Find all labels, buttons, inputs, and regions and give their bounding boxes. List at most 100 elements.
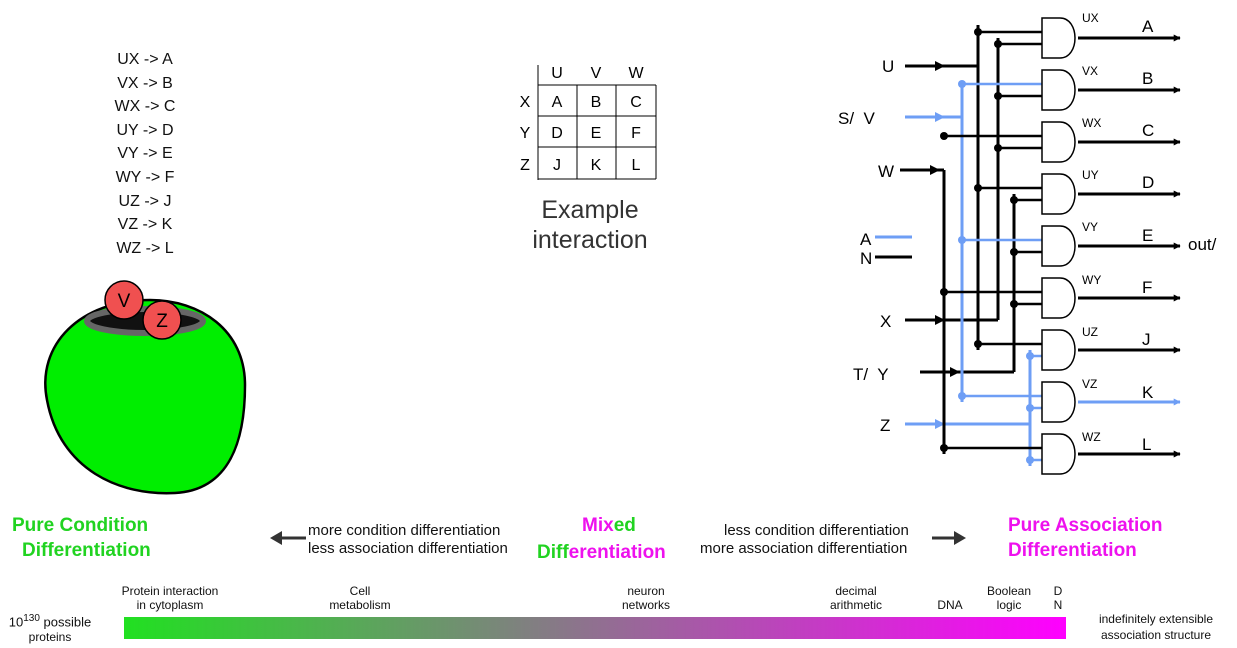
rule-item: UX -> A xyxy=(117,51,173,68)
rule-item: UZ -> J xyxy=(118,192,172,210)
input-label-x: X xyxy=(880,312,891,331)
spectrum-label-dn: D N xyxy=(1050,584,1066,612)
pure-association-title-1: Pure Association xyxy=(1008,515,1163,536)
input-arrow-icon xyxy=(935,61,945,71)
input-arrow-icon xyxy=(935,419,945,429)
spectrum-label-neuron: neuron networks xyxy=(596,584,696,612)
table-cell: D xyxy=(551,125,563,142)
left-end-rest: possible xyxy=(39,614,92,630)
spectrum-label-dna: DNA xyxy=(920,584,980,612)
table-col-header: U xyxy=(551,65,563,82)
rule-item: VX -> B xyxy=(117,74,173,92)
mixed-title-part: ed xyxy=(613,515,636,536)
table-cell: E xyxy=(591,125,602,142)
spectrum-label-decimal: decimal arithmetic xyxy=(806,584,906,612)
table-cell: B xyxy=(591,94,602,111)
table-cell: K xyxy=(591,157,602,174)
pure-condition-title-1: Pure Condition xyxy=(12,515,149,536)
table-col-header: W xyxy=(628,65,644,82)
input-label-z: Z xyxy=(880,416,890,435)
mixed-title-part: Mix xyxy=(582,515,614,536)
marker-z xyxy=(142,300,182,340)
and-gate-icon xyxy=(1041,225,1076,267)
table-row-header: X xyxy=(520,94,531,111)
left-end-exponent: 130 xyxy=(23,613,40,624)
junction-dot xyxy=(1026,404,1034,412)
logic-circuit: U S/ V W X T/ Y Z A N UX VX WX UY VY WY … xyxy=(838,11,1217,475)
mixed-title-part: Diff xyxy=(537,542,569,563)
junction-dot xyxy=(940,444,948,452)
left-end-label-1: 10130 possible xyxy=(2,612,98,629)
gate-label: UX xyxy=(1082,11,1099,25)
junction-dot xyxy=(1026,456,1034,464)
input-arrow-icon xyxy=(935,315,945,325)
junction-dot xyxy=(1010,248,1018,256)
spectrum-label-metabolism: Cell metabolism xyxy=(310,584,410,612)
example-caption: Example interaction xyxy=(500,195,680,255)
output-label: C xyxy=(1142,121,1154,140)
example-caption-line: Example xyxy=(541,196,639,224)
and-gate-icon xyxy=(1041,329,1076,371)
output-label: J xyxy=(1142,330,1151,349)
gate-label: UZ xyxy=(1082,325,1098,339)
rule-item: VY -> E xyxy=(117,145,173,163)
left-arrow-text-1: more condition differentiation xyxy=(308,522,501,539)
spectrum-label-line: in cytoplasm xyxy=(136,598,204,612)
pure-condition-title-2: Differentiation xyxy=(22,540,151,561)
marker-z-label: Z xyxy=(156,311,168,332)
left-arrow-text-2: less association differentiation xyxy=(308,540,508,557)
and-gate-icon xyxy=(1041,173,1076,215)
example-caption-line: interaction xyxy=(532,226,648,254)
spectrum-label-line: Protein interaction xyxy=(121,584,219,598)
pure-association-title-2: Differentiation xyxy=(1008,540,1137,561)
input-arrow-icon xyxy=(930,165,940,175)
output-label: E xyxy=(1142,226,1153,245)
right-arrow-text-2: more association differentiation xyxy=(700,540,908,557)
table-col-header: V xyxy=(591,65,602,82)
spectrum-label-boolean: Boolean logic xyxy=(974,584,1044,612)
junction-dot xyxy=(994,40,1002,48)
junction-dot xyxy=(974,340,982,348)
output-label: B xyxy=(1142,69,1153,88)
input-label-u: U xyxy=(882,57,894,76)
table-row-header: Z xyxy=(520,157,530,174)
left-arrow-icon xyxy=(270,531,306,545)
output-label: D xyxy=(1142,173,1154,192)
junction-dot xyxy=(958,80,966,88)
spectrum-label-line xyxy=(920,584,980,598)
input-label-w: W xyxy=(878,162,894,181)
out-label: out/ xyxy=(1188,235,1217,254)
table-cell: J xyxy=(553,157,561,174)
junction-dot xyxy=(958,392,966,400)
output-label: F xyxy=(1142,278,1152,297)
junction-dot xyxy=(1010,196,1018,204)
right-arrow-icon xyxy=(932,531,966,545)
table-cell: L xyxy=(632,157,641,174)
gate-label: UY xyxy=(1082,168,1099,182)
and-gate-icon xyxy=(1041,381,1076,423)
input-label-y: T/ Y xyxy=(853,365,889,384)
junction-dot xyxy=(940,132,948,140)
mixed-title-1: Mixed xyxy=(582,514,636,538)
mixed-title-2: Differentiation xyxy=(537,541,666,565)
right-end-label-1: indefinitely extensible xyxy=(1098,612,1214,626)
mixed-title-part: erentiation xyxy=(568,542,666,563)
rule-item: WZ -> L xyxy=(116,239,174,257)
rule-list: UX -> A VX -> B WX -> C UY -> D VY -> E … xyxy=(60,48,230,260)
junction-dot xyxy=(940,288,948,296)
spectrum-label-line: logic xyxy=(996,598,1022,612)
spectrum-label-line: Boolean xyxy=(986,584,1032,598)
spectrum-label-line: Cell xyxy=(349,584,371,598)
rule-item: UY -> D xyxy=(116,121,174,139)
and-gate-icon xyxy=(1041,433,1076,475)
gate-label: WX xyxy=(1082,116,1101,130)
junction-dot xyxy=(994,144,1002,152)
rule-item: WX -> C xyxy=(114,98,176,116)
cell-body xyxy=(44,298,247,495)
right-arrow-text-1: less condition differentiation xyxy=(724,522,909,539)
spectrum-label-line: decimal xyxy=(835,584,877,598)
and-gate-icon xyxy=(1041,69,1076,111)
right-end-label-2: association structure xyxy=(1100,628,1212,642)
gate-label: VY xyxy=(1082,220,1098,234)
and-gate-icon xyxy=(1041,277,1076,319)
